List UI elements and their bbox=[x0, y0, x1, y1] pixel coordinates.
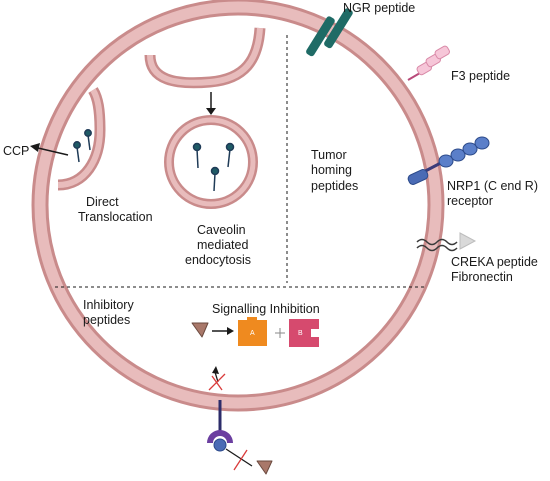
nrp1-label-line2: receptor bbox=[447, 194, 493, 208]
direct-label-line1: Direct bbox=[86, 195, 119, 209]
cell-membrane bbox=[31, 0, 445, 412]
direct-label-line2: Translocation bbox=[78, 210, 153, 224]
caveolin-label-line3: endocytosis bbox=[185, 253, 251, 267]
inhibitory-peptide-icon bbox=[191, 322, 209, 338]
creka-label-line1: CREKA peptide bbox=[451, 255, 538, 269]
tumor-label-line2: homing bbox=[311, 163, 352, 177]
f3-peptide-icon bbox=[407, 45, 450, 81]
caveolin-vesicle bbox=[164, 115, 258, 209]
caveolin-invagination bbox=[144, 27, 266, 89]
signalling-inhibition-label: Signalling Inhibition bbox=[212, 302, 320, 316]
signalling-inhibition-group: A B bbox=[191, 317, 319, 347]
ngr-peptide-icon bbox=[306, 8, 353, 57]
kinase-b-label: B bbox=[298, 330, 303, 337]
dashed-dividers bbox=[55, 35, 425, 288]
endocytosis-arrow bbox=[206, 92, 216, 115]
kinase-b-block bbox=[289, 319, 319, 347]
receptor-cup bbox=[207, 430, 233, 443]
ngr-peptide-label: NGR peptide bbox=[343, 1, 415, 15]
caveolin-label-line1: Caveolin bbox=[197, 223, 246, 237]
kinase-a-label: A bbox=[250, 330, 255, 337]
tumor-label-line1: Tumor bbox=[311, 148, 347, 162]
tumor-label-line3: peptides bbox=[311, 179, 358, 193]
ccp-arrow bbox=[30, 143, 69, 156]
inhibitory-label-line1: Inhibitory bbox=[83, 298, 134, 312]
caveolin-label-line2: mediated bbox=[197, 238, 248, 252]
bottom-peptide-icon bbox=[256, 460, 273, 475]
vesicle-peptide-pins bbox=[192, 142, 235, 192]
bottom-receptor-group bbox=[207, 366, 273, 475]
f3-peptide-label: F3 peptide bbox=[451, 69, 510, 83]
nrp1-label-line1: NRP1 (C end R) bbox=[447, 179, 538, 193]
direct-translocation-invagination bbox=[57, 87, 106, 191]
direct-translocation-pins bbox=[73, 129, 92, 163]
kinase-a-block bbox=[238, 317, 267, 346]
ccp-label: CCP bbox=[3, 144, 29, 158]
creka-label-line2: Fibronectin bbox=[451, 270, 513, 284]
nrp1-receptor-icon bbox=[407, 136, 490, 185]
inhibitory-label-line2: peptides bbox=[83, 313, 130, 327]
creka-fibronectin-icon bbox=[416, 232, 477, 252]
